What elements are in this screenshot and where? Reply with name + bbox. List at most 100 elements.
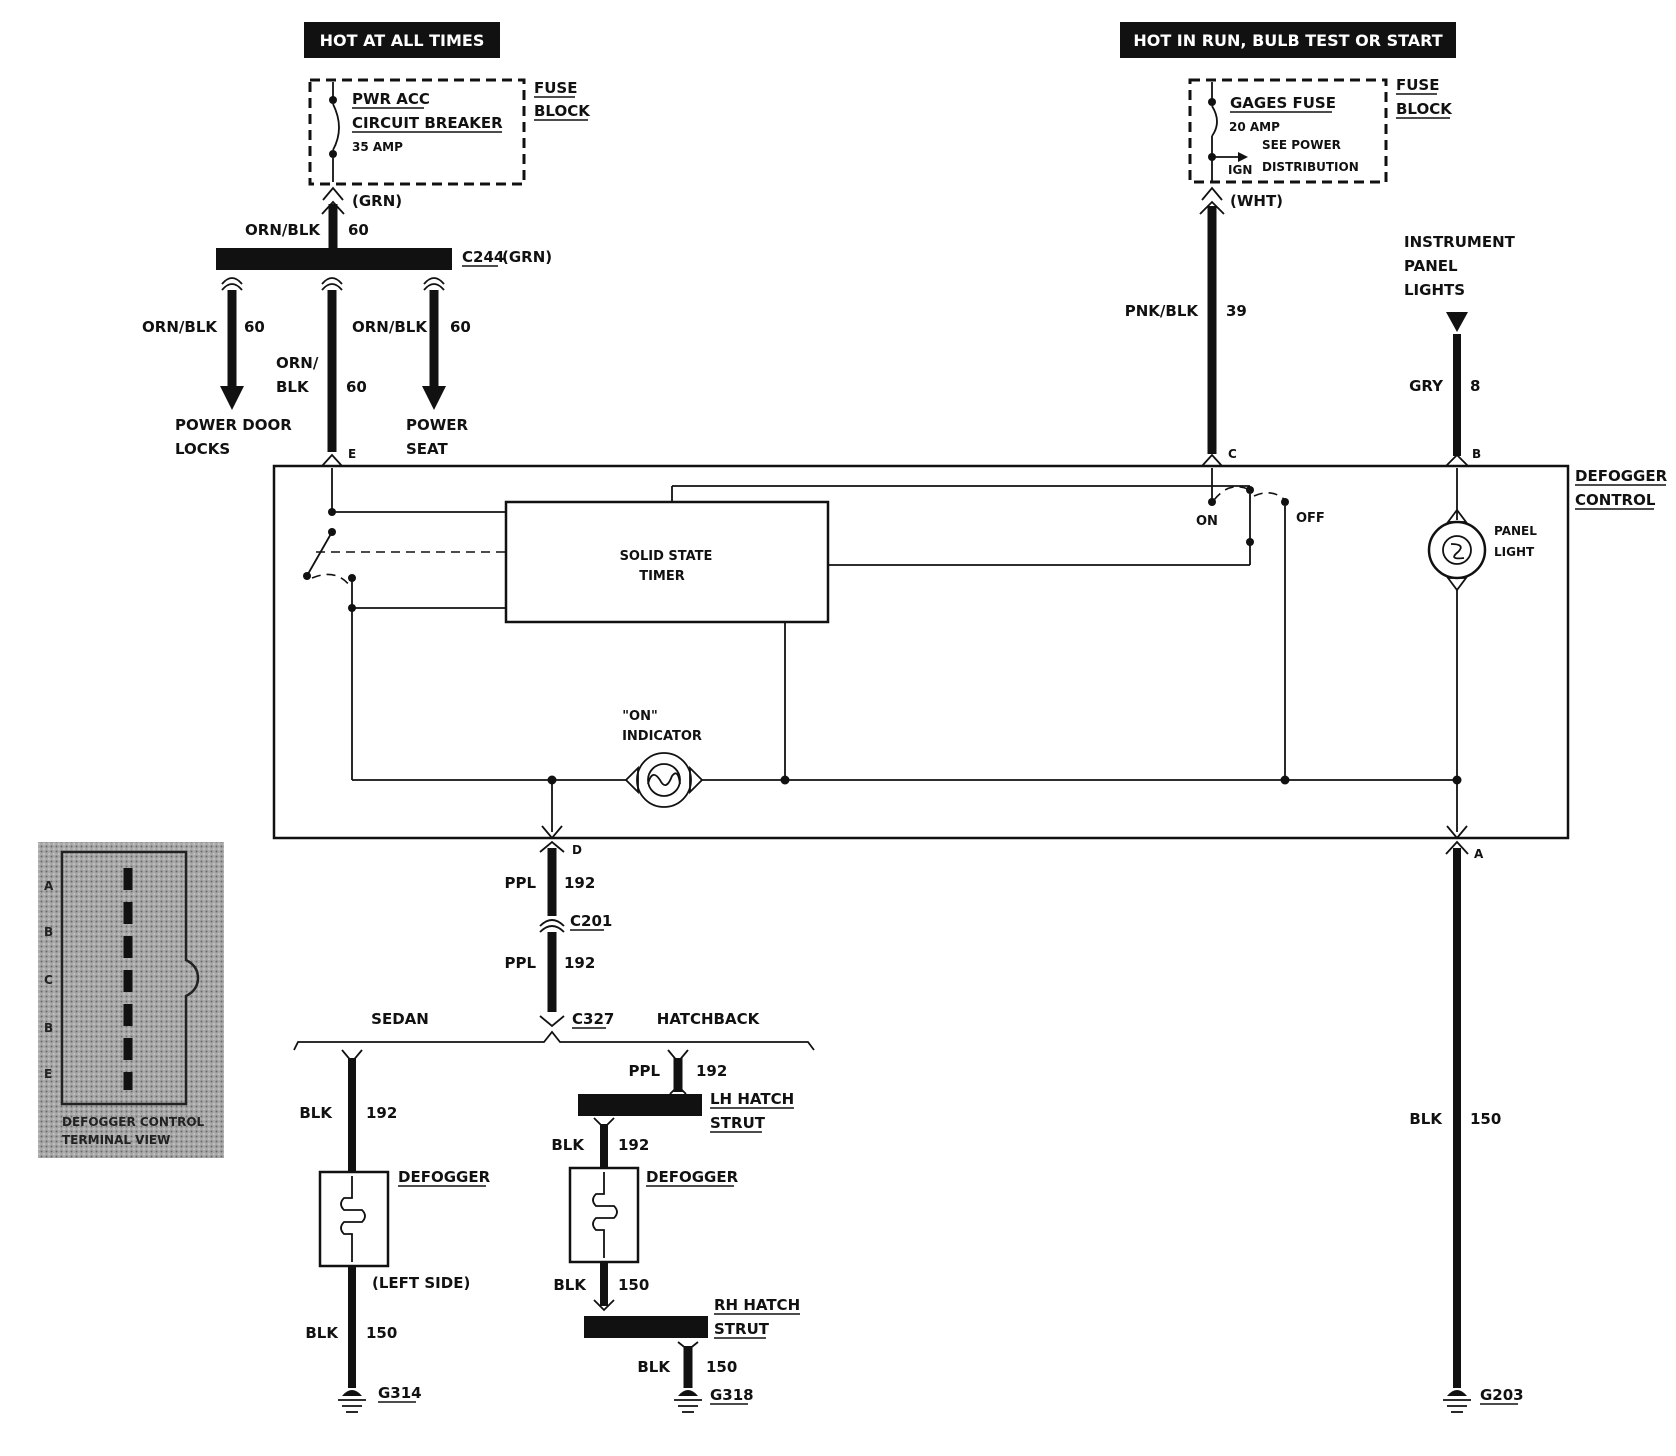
arrow-down-icon (1446, 312, 1468, 332)
indicator-line2: INDICATOR (622, 729, 702, 744)
right-fuse-name: GAGES FUSE (1230, 94, 1336, 112)
ip-lights-line2: PANEL (1404, 257, 1458, 275)
connector-c201: C201 (570, 912, 612, 930)
switch-arm (1213, 485, 1251, 501)
wire-to-terminal-e: ORN/ BLK 60 E (276, 277, 367, 467)
wire-power-seat: ORN/BLK 60 POWER SEAT (352, 277, 471, 458)
variant-hatchback: HATCHBACK (657, 1010, 761, 1028)
defogger-control-outline (272, 464, 1570, 840)
right-fuse-rating: 20 AMP (1229, 120, 1280, 134)
rh-hatch-line1: RH HATCH (714, 1296, 800, 1314)
ground-g314: G314 (378, 1384, 422, 1402)
pin-b-lower: B (44, 1021, 53, 1035)
connector-chevron-icon (321, 453, 343, 467)
module-name-line2: CONTROL (1575, 491, 1656, 509)
wire-number-39: 39 (1226, 302, 1247, 320)
terminal-b: B (1472, 447, 1481, 461)
left-fuse-conn-color: (GRN) (352, 192, 402, 210)
banner-hot-in-run-text: HOT IN RUN, BULB TEST OR START (1133, 31, 1442, 50)
defogger-grid-icon (568, 1166, 640, 1264)
wire-gry-8: INSTRUMENT PANEL LIGHTS GRY 8 B (1404, 233, 1516, 467)
wire-number-60-seat: 60 (450, 318, 471, 336)
connector-chevron-icon (541, 825, 563, 840)
lh-hatch-strut-bar (578, 1094, 702, 1116)
on-indicator-bulb-icon (624, 752, 704, 808)
connector-chevron-icon (321, 200, 345, 215)
pin-e: E (44, 1067, 52, 1081)
wire-label-blk: BLK (276, 378, 310, 396)
arrow-right-icon (1238, 152, 1248, 162)
wire-blk-150-ground: A BLK 150 G203 (1409, 840, 1524, 1413)
wire-label-blk-ground: BLK (1409, 1110, 1443, 1128)
wire-number-150-hatch-lower: 150 (706, 1358, 737, 1376)
wire-number-60-doors: 60 (244, 318, 265, 336)
right-fuse-fuse-word: FUSE (1396, 76, 1439, 94)
ip-lights-line1: INSTRUMENT (1404, 233, 1516, 251)
sedan-branch: BLK 192 DEFOGGER (LEFT SIDE) BLK 150 G31… (299, 1049, 491, 1413)
left-fuse-rating: 35 AMP (352, 140, 403, 154)
banner-hot-at-all-times-text: HOT AT ALL TIMES (320, 31, 485, 50)
solid-state-timer (504, 500, 830, 624)
ip-lights-line3: LIGHTS (1404, 281, 1465, 299)
rh-hatch-strut-bar (584, 1316, 708, 1338)
left-fuse-line2: CIRCUIT BREAKER (352, 114, 503, 132)
terminal-view-caption1: DEFOGGER CONTROL (62, 1115, 205, 1129)
panel-light-line1: PANEL (1494, 524, 1537, 538)
wire-number-192-upper: 192 (564, 874, 595, 892)
left-fuse-line1: PWR ACC (352, 90, 430, 108)
hatchback-branch: PPL 192 LH HATCH STRUT BLK 192 DEFOGGER … (551, 1049, 800, 1413)
right-fuse-block: GAGES FUSE 20 AMP SEE POWER DISTRIBUTION… (1188, 76, 1453, 210)
terminal-a: A (1474, 847, 1484, 861)
terminal-view-inset: A B C B E DEFOGGER CONTROL TERMINAL VIEW (38, 842, 224, 1158)
wire-ppl-192: D PPL 192 C201 PPL 192 C327 (504, 840, 614, 1029)
terminal-view-caption2: TERMINAL VIEW (62, 1133, 170, 1147)
wire-label-blk-hatch-lower: BLK (637, 1358, 671, 1376)
arrow-down-icon (220, 386, 244, 410)
switch-off-label: OFF (1296, 511, 1325, 526)
rh-hatch-line2: STRUT (714, 1320, 770, 1338)
left-fuse-fuse-word: FUSE (534, 79, 577, 97)
dest-seat-line1: POWER (406, 416, 469, 434)
connector-chevron-icon (1446, 825, 1468, 840)
right-fuse-conn-color: (WHT) (1230, 192, 1283, 210)
dest-door-line1: POWER DOOR (175, 416, 292, 434)
connector-c327-icon (539, 1015, 565, 1028)
left-fuse-block-word: BLOCK (534, 102, 591, 120)
right-fuse-block-word: BLOCK (1396, 100, 1453, 118)
wire-fuse-to-c244: ORN/BLK 60 (245, 200, 369, 248)
dest-door-line2: LOCKS (175, 440, 230, 458)
arrow-down-icon (422, 386, 446, 410)
indicator-line1: "ON" (622, 709, 657, 724)
c244-color: (GRN) (502, 248, 552, 266)
right-fuse-ign: IGN (1228, 163, 1252, 177)
wire-label-orn-blk-doors: ORN/BLK (142, 318, 218, 336)
wire-label-blk-sedan-lower: BLK (305, 1324, 339, 1342)
left-fuse-connector-icon (322, 186, 344, 201)
panel-light-line2: LIGHT (1494, 545, 1535, 559)
wire-number-192-lower: 192 (564, 954, 595, 972)
module-name-line1: DEFOGGER (1575, 467, 1668, 485)
pin-c: C (44, 973, 53, 987)
wire-number-8: 8 (1470, 377, 1480, 395)
wire-label-ppl-upper: PPL (504, 874, 536, 892)
switch-on-label: ON (1196, 514, 1218, 529)
defogger-control-module: DEFOGGER CONTROL SOLID STATE TIMER (272, 464, 1668, 840)
lh-hatch-line2: STRUT (710, 1114, 766, 1132)
terminal-d: D (572, 843, 582, 857)
ground-g203: G203 (1480, 1386, 1524, 1404)
right-fuse-see2: DISTRIBUTION (1262, 160, 1359, 174)
connector-c327: C327 (572, 1010, 614, 1028)
variant-sedan: SEDAN (371, 1010, 429, 1028)
lh-hatch-line1: LH HATCH (710, 1090, 794, 1108)
wire-label-ppl-hatch: PPL (628, 1062, 660, 1080)
ground-g203-icon (1443, 1390, 1471, 1413)
connector-c244: C244 (GRN) (216, 248, 552, 270)
dest-seat-line2: SEAT (406, 440, 448, 458)
variant-brace: SEDAN HATCHBACK (293, 1010, 815, 1051)
wire-label-orn: ORN/ (276, 354, 319, 372)
wire-label-orn-blk-seat: ORN/BLK (352, 318, 428, 336)
connector-chevron-icon (1201, 453, 1223, 467)
connector-outline (60, 850, 200, 1106)
terminal-e: E (348, 447, 356, 461)
sedan-defogger-label: DEFOGGER (398, 1168, 491, 1186)
